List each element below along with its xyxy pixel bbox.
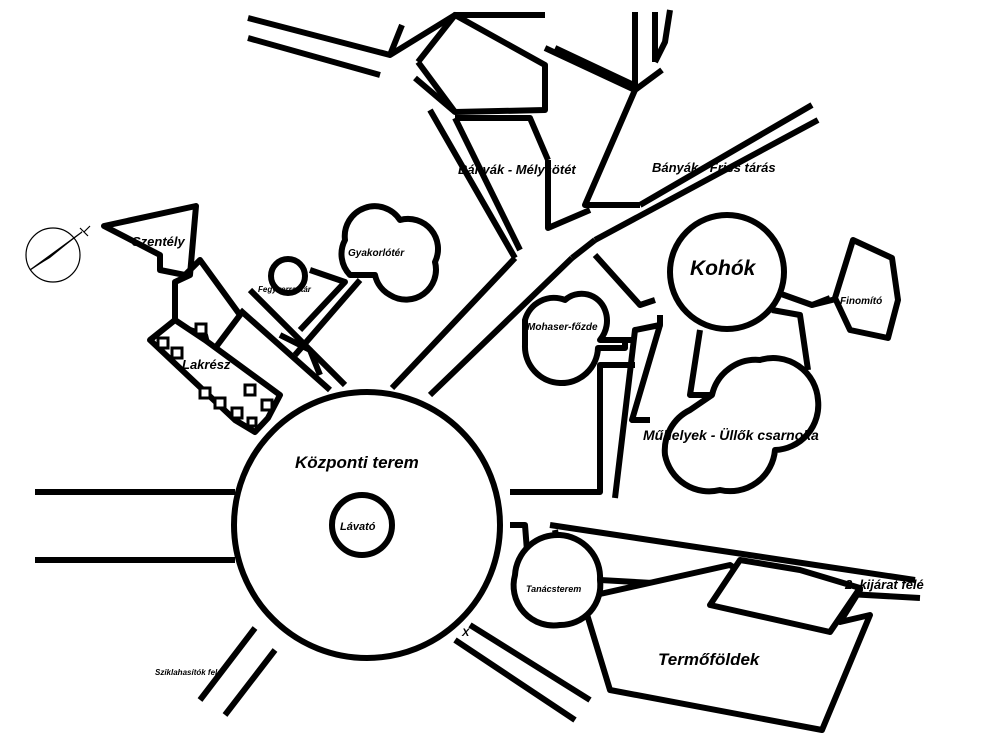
- east-wing: [453, 522, 921, 733]
- lakresz-label: Lakrész: [182, 357, 231, 372]
- muhelyek-room: [661, 355, 822, 495]
- kijarat-label: 2. kijárat felé: [844, 577, 924, 592]
- mohaser-fozde-label: Mohaser-főzde: [527, 322, 598, 333]
- fegyverraktar-label: Fegyverraktár: [258, 285, 312, 294]
- compass-rose-icon: [25, 225, 91, 283]
- kohok-label: Kohók: [690, 257, 757, 280]
- finomito-label: Finomító: [840, 296, 882, 307]
- mohaser-fozde-room: [521, 290, 628, 387]
- west-corridors: [35, 489, 278, 717]
- banyak-melysotet-label: Bányák - Mélysötét: [458, 162, 576, 177]
- szentely-label: Szentély: [132, 234, 186, 249]
- banyak-friss-label: Bányák - Friss tárás: [652, 160, 776, 175]
- kohok-area: [629, 212, 901, 423]
- sziklahasitok-label: Sziklahasítók felé: [155, 668, 222, 677]
- central-corridors: [389, 237, 663, 499]
- lavato-pool: [329, 492, 395, 558]
- muhelyek-label: Műhelyek - Üllők csarnoka: [643, 427, 819, 443]
- exit-mark: X: [461, 627, 470, 639]
- lavato-label: Lávató: [340, 521, 376, 533]
- gyakorloter-label: Gyakorlótér: [348, 248, 405, 259]
- kozponti-terem-label: Központi terem: [295, 453, 419, 472]
- left-wing: [101, 203, 441, 435]
- mine-corridors: [247, 9, 820, 260]
- termofoldek-label: Termőföldek: [658, 650, 761, 669]
- tanacsterem-label: Tanácsterem: [526, 584, 581, 594]
- tanacsterem-room: [510, 531, 604, 629]
- lakresz-rooms: [156, 322, 274, 428]
